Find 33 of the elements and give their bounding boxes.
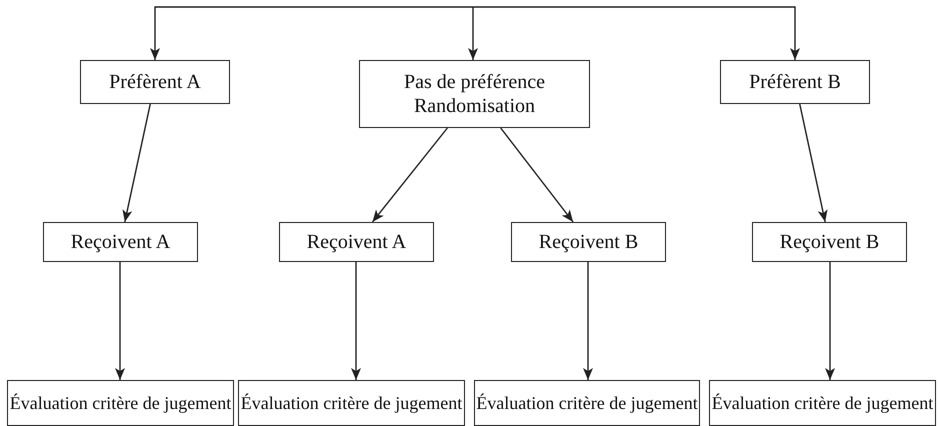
arrow — [473, 6, 800, 60]
process-box — [720, 60, 870, 104]
box-label: Évaluation critère de jugement — [10, 392, 232, 414]
box-label: Évaluation critère de jugement — [712, 392, 934, 414]
box-label: Évaluation critère de jugement — [240, 392, 462, 414]
process-box — [474, 380, 700, 426]
process-box — [709, 380, 936, 426]
process-box — [7, 380, 234, 426]
box-label: Préfèrent B — [749, 70, 841, 94]
box-label: Reçoivent B — [780, 230, 880, 254]
arrow — [583, 262, 593, 380]
process-box — [80, 60, 230, 104]
process-box — [238, 380, 465, 426]
process-box — [752, 222, 907, 262]
process-box — [279, 222, 434, 262]
arrow — [825, 262, 835, 380]
box-label: Pas de préférence Randomisation — [402, 70, 546, 118]
box-label: Reçoivent B — [538, 230, 638, 254]
process-box — [359, 60, 590, 128]
box-label: Préfèrent A — [109, 70, 201, 94]
arrow — [150, 6, 473, 60]
arrow — [799, 104, 828, 222]
process-box — [511, 222, 666, 262]
process-box — [43, 222, 198, 262]
arrow — [500, 128, 574, 222]
box-label: Reçoivent A — [70, 230, 170, 254]
arrow — [468, 7, 478, 60]
box-label: Évaluation critère de jugement — [476, 392, 698, 414]
arrow — [351, 262, 361, 380]
arrow — [122, 104, 151, 222]
box-label: Reçoivent A — [306, 230, 406, 254]
arrow — [372, 128, 448, 222]
arrow — [115, 262, 125, 380]
